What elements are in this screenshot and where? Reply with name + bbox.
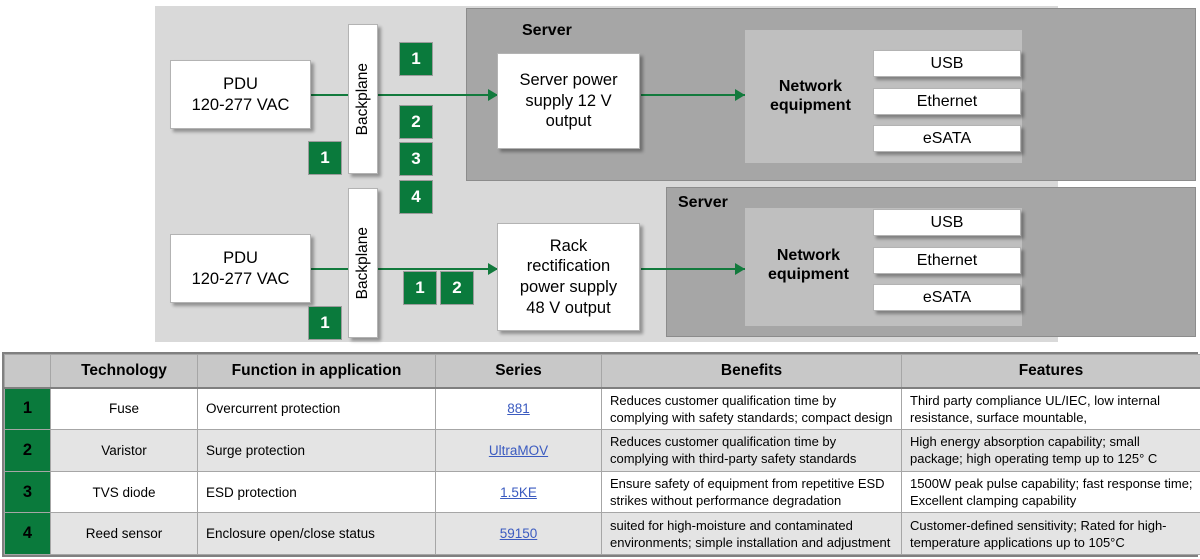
cell-features: Customer-defined sensitivity; Rated for … [901,512,1200,555]
row-number-badge: 3 [4,470,51,514]
cell-features: Third party compliance UL/IEC, low inter… [901,386,1200,431]
table-row: 1 Fuse Overcurrent protection 881 Reduce… [4,386,1200,431]
cell-benefits: suited for high-moisture and contaminate… [601,512,902,555]
cell-function: Enclosure open/close status [197,512,436,555]
table-row: 2 Varistor Surge protection UltraMOV Red… [4,429,1200,472]
server-power-supply-box: Server power supply 12 V output [497,53,640,149]
badge-4-backplane-upper: 4 [399,180,433,214]
network-equipment-label-lower-line2: equipment [768,266,849,284]
table-header-features: Features [901,354,1200,389]
badge-3-backplane-upper: 3 [399,142,433,176]
wire-pdu-to-backplane-upper [311,94,349,96]
table-header-function: Function in application [197,354,436,389]
psu-upper-line2: supply 12 V [525,91,612,110]
psu-upper-line1: Server power [519,71,618,90]
server-label-lower: Server [678,194,728,211]
cell-benefits: Ensure safety of equipment from repetiti… [601,470,902,514]
series-link[interactable]: 59150 [499,526,538,542]
psu-lower-line2: rectification [526,257,611,276]
port-box-usb-upper: USB [873,50,1021,77]
pdu-lower-line1: PDU [223,249,258,268]
backplane-box-upper: Backplane [348,24,378,174]
series-link[interactable]: 1.5KE [500,484,537,500]
arrowhead-to-psu-upper [488,89,498,101]
table-header-technology: Technology [50,354,198,389]
network-equipment-label-lower: Network equipment [768,246,849,284]
badge-1-backplane-lower: 1 [403,271,437,305]
cell-series: 59150 [435,512,602,555]
arrowhead-to-network-lower [735,263,745,275]
cell-function: Surge protection [197,429,436,472]
port-box-ethernet-upper: Ethernet [873,88,1021,115]
pdu-lower-line2: 120-277 VAC [191,269,290,288]
row-number-badge: 2 [4,429,51,472]
cell-series: 1.5KE [435,470,602,514]
table-row: 3 TVS diode ESD protection 1.5KE Ensure … [4,470,1200,514]
pdu-upper-line1: PDU [223,75,258,94]
pdu-upper-line2: 120-277 VAC [191,95,290,114]
cell-technology: Reed sensor [50,512,198,555]
wire-psu-to-network-lower [641,268,745,270]
cell-function: ESD protection [197,470,436,514]
row-number-badge: 1 [4,386,51,431]
cell-technology: Fuse [50,386,198,431]
cell-features: 1500W peak pulse capability; fast respon… [901,470,1200,514]
table-body: 1 Fuse Overcurrent protection 881 Reduce… [4,386,1200,555]
cell-technology: Varistor [50,429,198,472]
wire-psu-to-network-upper [641,94,745,96]
table-header-row: Technology Function in application Serie… [4,354,1200,389]
technology-table: Technology Function in application Serie… [4,354,1200,555]
backplane-box-lower: Backplane [348,188,378,338]
cell-series: 881 [435,386,602,431]
row-number-badge: 4 [4,512,51,555]
rack-rectification-power-supply-box: Rack rectification power supply 48 V out… [497,223,640,331]
table-row: 4 Reed sensor Enclosure open/close statu… [4,512,1200,555]
port-box-ethernet-lower: Ethernet [873,247,1021,274]
wire-backplane-to-psu-lower [378,268,498,270]
wire-pdu-to-backplane-lower [311,268,349,270]
wire-backplane-to-psu-upper [378,94,498,96]
badge-2-backplane-lower: 2 [440,271,474,305]
psu-lower-line3: power supply [519,278,618,296]
network-equipment-label-upper: Network equipment [770,77,851,115]
arrowhead-to-psu-lower [488,263,498,275]
power-architecture-diagram: Server Server Network equipment Network … [155,6,1196,342]
technology-table-wrapper: Technology Function in application Serie… [2,352,1200,557]
series-link[interactable]: UltraMOV [488,442,549,458]
port-box-esata-upper: eSATA [873,125,1021,152]
table-header-benefits: Benefits [601,354,902,389]
arrowhead-to-network-upper [735,89,745,101]
table-header-series: Series [435,354,602,389]
backplane-label-lower: Backplane [354,226,371,300]
cell-features: High energy absorption capability; small… [901,429,1200,472]
series-link[interactable]: 881 [507,401,530,417]
port-box-usb-lower: USB [873,209,1021,236]
badge-1-backplane-upper: 1 [399,42,433,76]
cell-function: Overcurrent protection [197,386,436,431]
port-box-esata-lower: eSATA [873,284,1021,311]
pdu-box-upper: PDU 120-277 VAC [170,60,311,129]
cell-technology: TVS diode [50,470,198,514]
network-equipment-label-lower-line1: Network [776,247,840,264]
pdu-box-lower: PDU 120-277 VAC [170,234,311,303]
psu-lower-line1: Rack [549,236,588,255]
network-equipment-label-upper-line1: Network [778,78,842,95]
table-header-index [4,354,51,389]
network-equipment-label-upper-line2: equipment [770,97,851,115]
badge-2-backplane-upper: 2 [399,105,433,139]
psu-lower-line4: 48 V output [526,298,611,317]
server-label-upper: Server [522,22,572,39]
badge-1-pdu-upper: 1 [308,141,342,175]
table-head: Technology Function in application Serie… [4,354,1200,389]
cell-series: UltraMOV [435,429,602,472]
cell-benefits: Reduces customer qualification time by c… [601,386,902,431]
badge-1-pdu-lower: 1 [308,306,342,340]
psu-upper-line3: output [545,112,592,131]
backplane-label-upper: Backplane [354,62,371,136]
cell-benefits: Reduces customer qualification time by c… [601,429,902,472]
